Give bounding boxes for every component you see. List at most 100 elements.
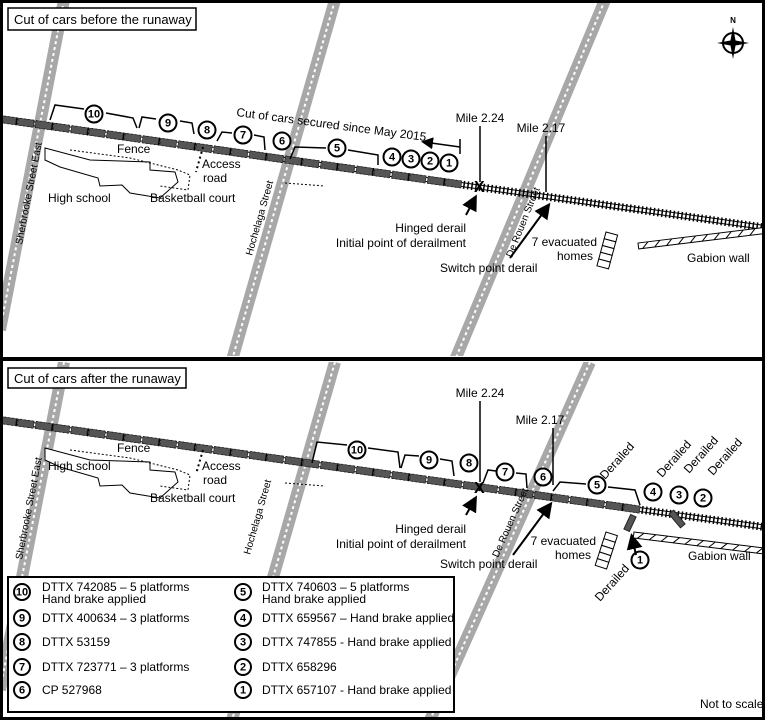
car-number: 3 [676, 490, 682, 502]
legend-number: 10 [16, 587, 28, 599]
rail-car [230, 148, 249, 158]
legend-number: 6 [19, 685, 25, 697]
car-marker: 3 [669, 485, 689, 505]
label-fence: Fence [117, 142, 151, 156]
car-marker: 1 [630, 550, 650, 570]
car-number: 6 [540, 472, 546, 484]
title-box [7, 367, 187, 389]
rail-car [605, 501, 623, 511]
mile-2-17-label: Mile 2.17 [516, 413, 565, 427]
car-number: 10 [351, 445, 363, 457]
car-number: 9 [426, 455, 432, 467]
car-marker: 2 [693, 488, 713, 508]
label-gabion-wall: Gabion wall [687, 251, 750, 265]
fence-segment [284, 182, 326, 187]
rail-car [141, 436, 160, 446]
rail-car [106, 130, 124, 141]
car-number: 3 [408, 154, 414, 166]
car-marker: 7 [233, 125, 253, 145]
rail-car [266, 453, 285, 464]
car-number: 4 [650, 487, 657, 499]
car-marker: 8 [197, 120, 217, 140]
rail-car [52, 122, 71, 133]
panel-title: Cut of cars before the runaway [14, 12, 192, 27]
car-marker: 9 [419, 450, 439, 470]
legend-number: 5 [240, 587, 246, 599]
label-hinged-derail: Hinged derail [395, 522, 466, 536]
rail-car [213, 145, 231, 156]
compass-north: N [730, 16, 736, 25]
rail-car [52, 423, 71, 434]
label-basketball-court: Basketball court [150, 491, 236, 505]
label-homes: homes [555, 548, 591, 562]
label-hinged-derail: Hinged derail [395, 221, 466, 235]
label-road: road [203, 473, 227, 487]
car-1-arrow [626, 533, 643, 556]
rail-car [230, 448, 249, 459]
legend-text: DTTX 658296 [262, 660, 337, 674]
rail-car [587, 498, 605, 509]
car-number: 7 [502, 467, 508, 479]
label-initial-point: Initial point of derailment [336, 236, 467, 250]
car-brackets [311, 441, 641, 506]
rail-car [88, 428, 106, 439]
rail-car [88, 127, 106, 138]
car-number: 9 [165, 118, 171, 130]
hinged-derail-arrow [462, 194, 477, 216]
rail-car [337, 163, 356, 174]
compass-icon: N [717, 16, 749, 59]
car-number: 6 [279, 136, 285, 148]
rail-car [320, 461, 338, 471]
legend-text: DTTX 723771 – 3 platforms [42, 660, 189, 674]
evacuated-homes-icon [594, 531, 619, 570]
label-switch-point: Switch point derail [440, 557, 537, 571]
legend-item: 6 CP 527968 [13, 681, 102, 699]
access-road [195, 449, 204, 475]
rail-car [444, 178, 463, 189]
streets [3, 3, 611, 356]
label-basketball-court: Basketball court [150, 191, 236, 205]
car-marker: 5 [327, 138, 347, 158]
railway-track [3, 115, 762, 234]
rail-car [248, 150, 267, 161]
car-number: 2 [427, 156, 433, 168]
derail-x-mark: X [474, 179, 485, 196]
rail-car [409, 473, 427, 484]
legend-number: 4 [240, 613, 247, 625]
rail-car [444, 478, 463, 489]
rail-car [34, 421, 53, 432]
rail-car [373, 168, 391, 179]
label-road: road [203, 171, 227, 185]
secured-arrow [421, 137, 461, 150]
rail-car [480, 483, 498, 494]
rail-car [266, 153, 284, 164]
legend-number: 8 [19, 637, 25, 649]
rail-car [123, 433, 142, 444]
legend-text: DTTX 747855 - Hand brake applied [262, 635, 451, 649]
car-marker: 10 [347, 440, 367, 460]
rail-car [195, 443, 213, 454]
panel-title: Cut of cars after the runaway [14, 371, 181, 386]
rail-car [106, 431, 124, 441]
fence-segment [284, 482, 326, 487]
rail-car [427, 476, 445, 486]
legend-text: DTTX 657107 - Hand brake applied [262, 683, 451, 697]
gabion-wall [637, 226, 762, 250]
label-evacuated: 7 evacuated [531, 534, 596, 548]
car-number: 2 [700, 493, 706, 505]
rail-car [177, 140, 195, 151]
legend-text: CP 527968 [42, 683, 102, 697]
rail-car [284, 456, 302, 466]
car-number: 1 [446, 158, 452, 170]
panel-after: Cut of cars after the runaway Fence High… [3, 362, 762, 717]
car-marker: 10 [84, 104, 104, 124]
rail-car [16, 117, 35, 128]
label-homes: homes [557, 249, 593, 263]
